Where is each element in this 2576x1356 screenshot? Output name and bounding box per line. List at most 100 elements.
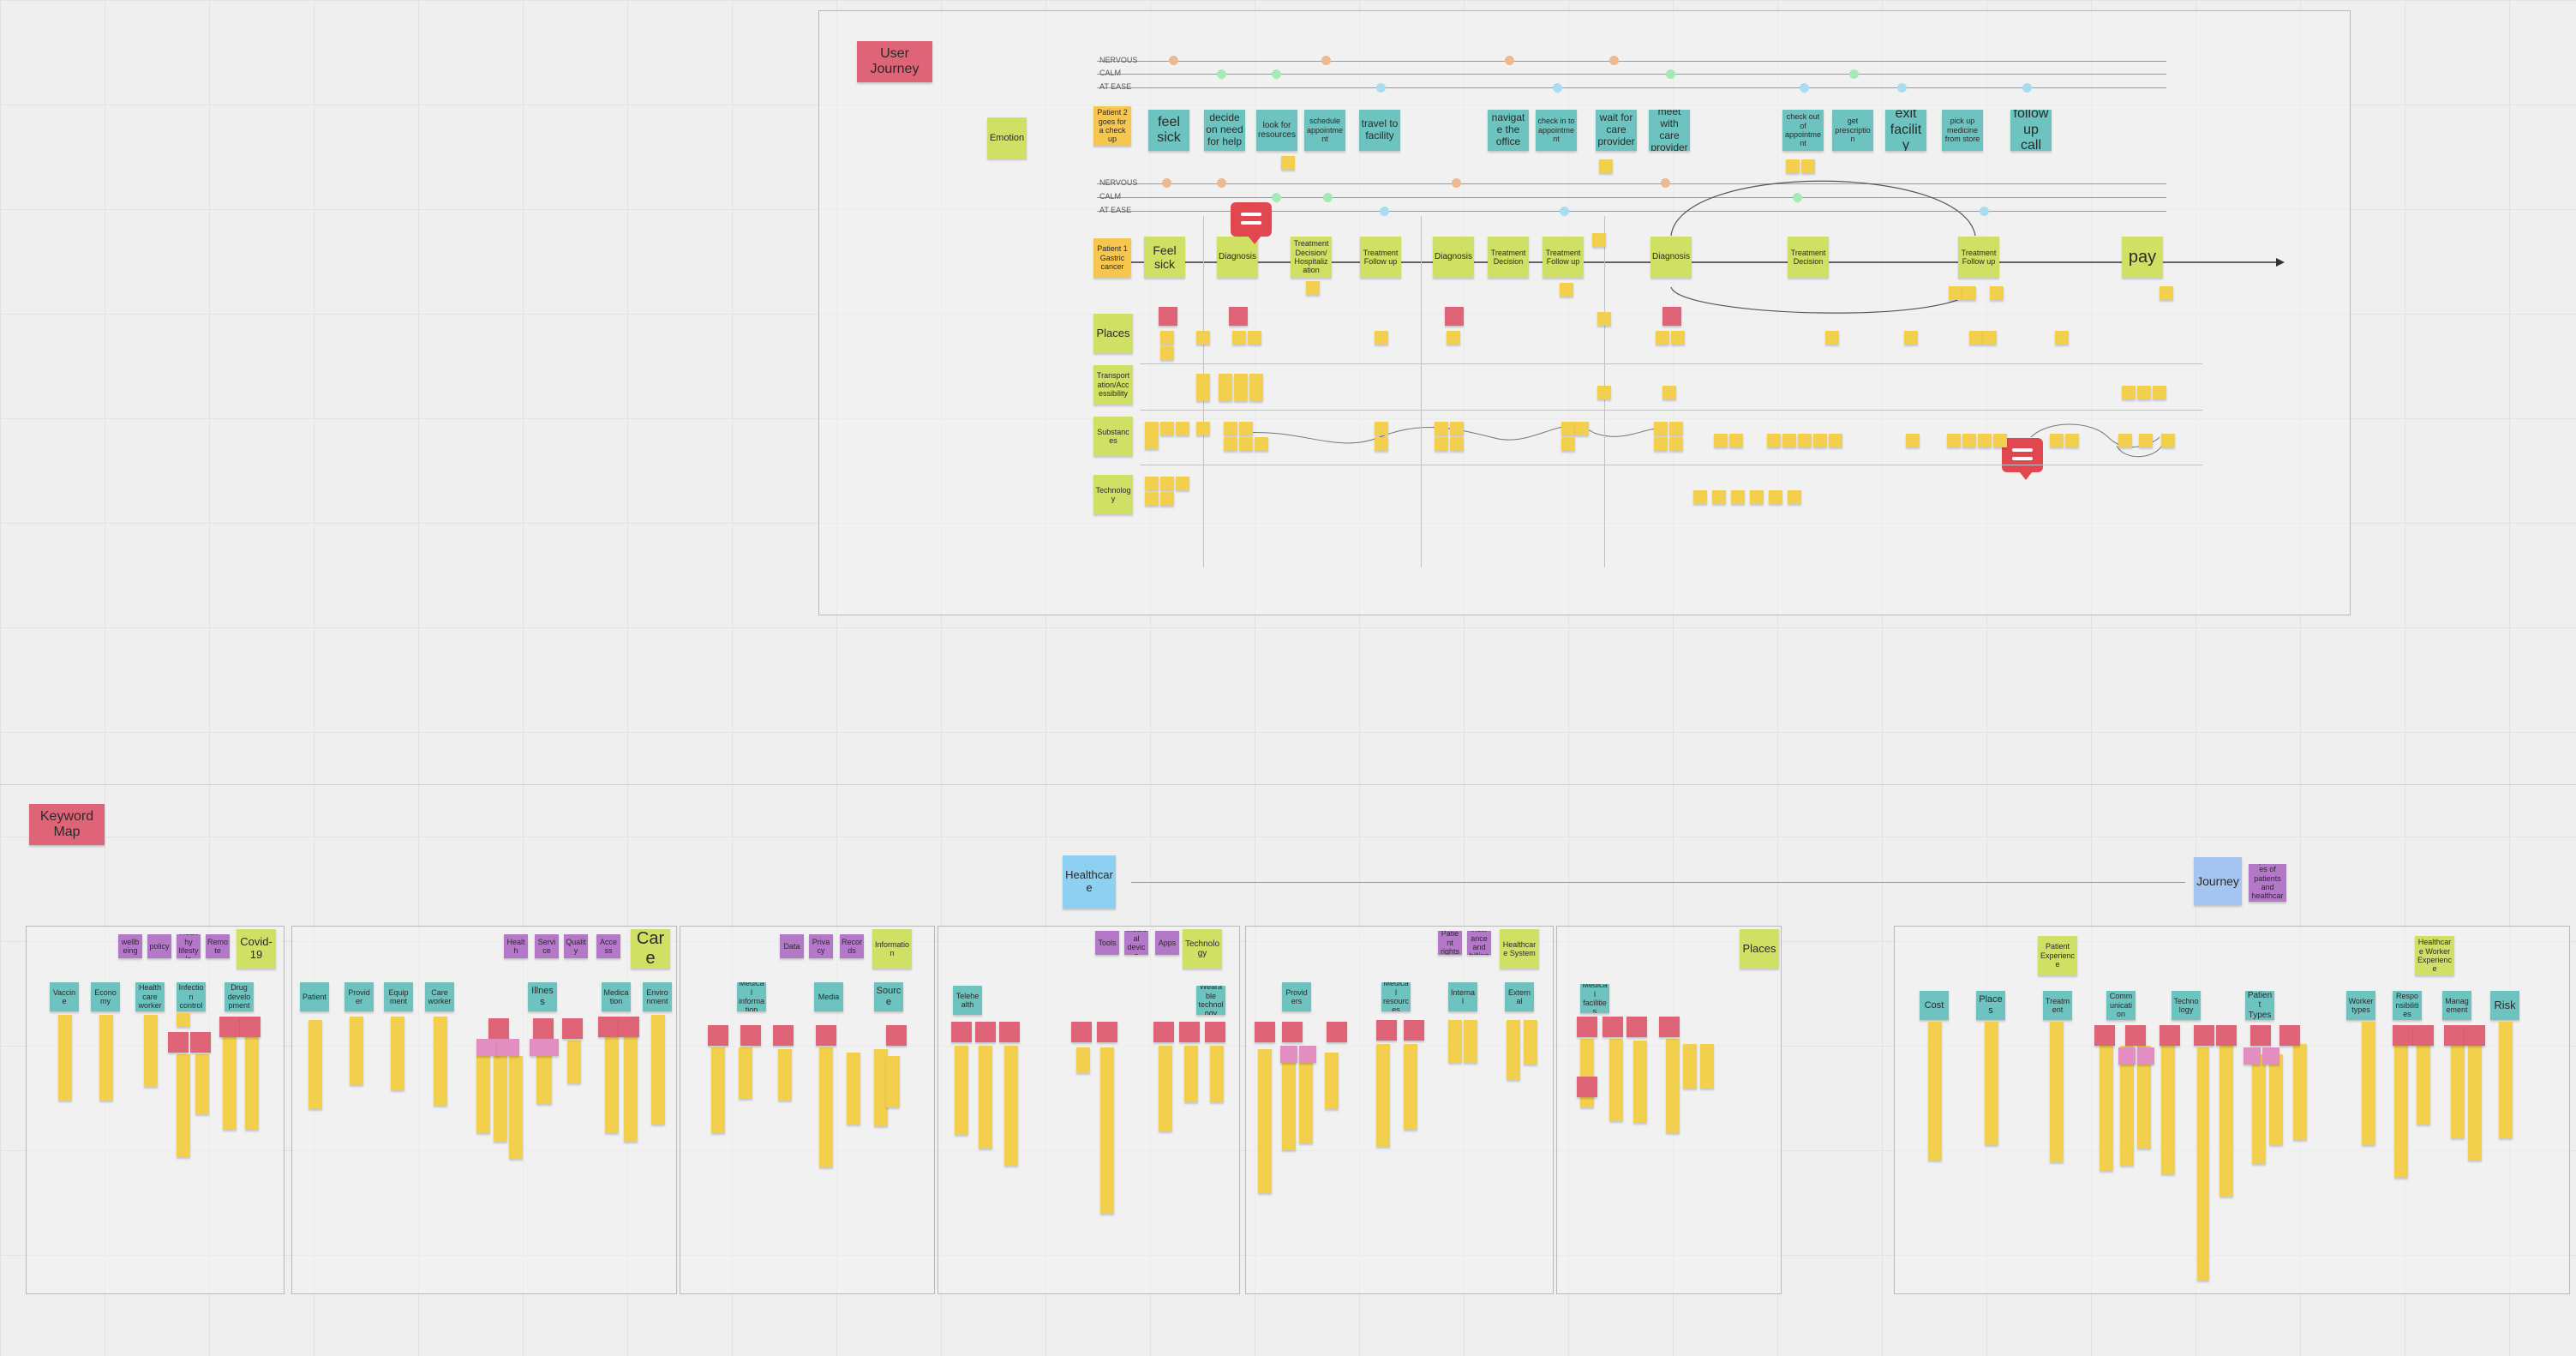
sticky-note[interactable] [1906,434,1920,447]
patient2-persona[interactable]: Patient 2 goes for a check up [1093,106,1131,146]
keyword[interactable]: Privacy [809,934,833,958]
sticky-note[interactable] [2094,1025,2115,1046]
sticky-note[interactable] [1239,422,1253,435]
sticky-note[interactable] [1327,1022,1347,1042]
sticky-note[interactable] [1575,422,1589,435]
row-label-places[interactable]: Places [1093,314,1133,353]
p1-step[interactable]: Treatment Decision [1788,237,1829,278]
keyword[interactable]: Medical device [1124,931,1148,955]
sticky-note[interactable] [1662,307,1681,326]
keyword[interactable]: Medication [602,982,631,1011]
sticky-note[interactable] [1435,437,1448,451]
sticky-note[interactable] [1229,307,1248,326]
sticky-note[interactable] [1196,331,1210,345]
sticky-note[interactable] [1160,492,1174,506]
sticky-note[interactable] [1375,437,1388,451]
p1-step[interactable]: pay [2122,237,2163,278]
sticky-note[interactable] [975,1022,996,1042]
keyword[interactable]: Responsibilities [2393,991,2422,1020]
sticky-note[interactable] [1184,1046,1198,1102]
sticky-note[interactable] [1693,490,1707,504]
sticky-note[interactable] [1280,1046,1297,1063]
p2-step[interactable]: meet with care provider [1649,110,1690,151]
sticky-note[interactable] [1282,1022,1303,1042]
keyword[interactable]: Care worker [425,982,454,1011]
sticky-note[interactable] [1450,422,1464,435]
sticky-note[interactable] [1580,1039,1594,1107]
sticky-note[interactable] [2468,1044,2482,1161]
p2-step[interactable]: decide on need for help [1204,110,1245,151]
header-worker-experience[interactable]: Healthcare Worker Experience [2415,936,2454,975]
keyword[interactable]: Technology [2172,991,2201,1020]
sticky-note[interactable] [1282,1053,1296,1150]
sticky-note[interactable] [2161,434,2175,447]
sticky-note[interactable] [1767,434,1781,447]
sticky-note[interactable] [1978,434,1992,447]
keyword[interactable]: Economy [91,982,120,1011]
sticky-note[interactable] [533,1018,554,1039]
p1-step[interactable]: Treatment Follow up [1543,237,1584,278]
sticky-note[interactable] [1712,490,1726,504]
healthcare-root[interactable]: Healthcare [1063,855,1116,909]
sticky-note[interactable] [1626,1017,1647,1037]
p1-step[interactable]: Feel sick [1144,237,1185,278]
p2-step[interactable]: travel to facility [1359,110,1400,151]
sticky-note[interactable] [1825,331,1839,345]
sticky-note[interactable] [1258,1049,1272,1193]
sticky-note[interactable] [2120,1046,2134,1166]
sticky-note[interactable] [1700,1044,1714,1089]
sticky-note[interactable] [1671,331,1685,345]
sticky-note[interactable] [1560,283,1573,297]
sticky-note[interactable] [1299,1053,1313,1143]
comment-icon[interactable] [2002,438,2043,480]
sticky-note[interactable] [1577,1017,1597,1037]
p1-step[interactable]: Treatment Follow up [1360,237,1401,278]
sticky-note[interactable] [619,1017,639,1037]
sticky-note[interactable] [240,1017,261,1037]
sticky-note[interactable] [1714,434,1728,447]
p2-step[interactable]: wait for care provider [1596,110,1637,151]
keyword[interactable]: Equipment [384,982,413,1011]
sticky-note[interactable] [1255,1022,1275,1042]
keyword[interactable]: Healthy lifestyle [177,934,201,958]
keyword[interactable]: Providers [1282,982,1311,1011]
journey-root[interactable]: Journey [2194,857,2242,905]
sticky-note[interactable] [476,1056,490,1133]
sticky-note[interactable] [1666,1039,1680,1133]
p2-step[interactable]: exit facility [1885,110,1926,151]
sticky-note[interactable] [1376,1020,1397,1041]
sticky-note[interactable] [847,1053,860,1125]
sticky-note[interactable] [494,1056,507,1142]
sticky-note[interactable] [1447,331,1460,345]
sticky-note[interactable] [1248,331,1261,345]
sticky-note[interactable] [1769,490,1782,504]
sticky-note[interactable] [476,1039,499,1056]
p1-step[interactable]: Diagnosis [1650,237,1692,278]
row-label-technology[interactable]: Technology [1093,475,1133,514]
p2-step[interactable]: pick up medicine from store [1942,110,1983,151]
sticky-note[interactable] [886,1025,907,1046]
p1-step[interactable]: Treatment Follow up [1958,237,1999,278]
sticky-note[interactable] [999,1022,1020,1042]
sticky-note[interactable] [2279,1025,2300,1046]
sticky-note[interactable] [1159,307,1177,326]
sticky-note[interactable] [708,1025,728,1046]
p1-step[interactable]: Diagnosis [1433,237,1474,278]
sticky-note[interactable] [1597,312,1611,326]
sticky-note[interactable] [1239,437,1253,451]
emotion-label[interactable]: Emotion [987,117,1027,159]
sticky-note[interactable] [739,1047,752,1099]
p2-step[interactable]: check in to appointment [1536,110,1577,151]
sticky-note[interactable] [1962,286,1976,300]
sticky-note[interactable] [1985,1022,1998,1145]
sticky-note[interactable] [1071,1022,1092,1042]
keyword-map-title[interactable]: Keyword Map [29,804,105,845]
keyword[interactable]: Vaccine [50,982,79,1011]
header-patient-experience[interactable]: Patient Experience [2038,936,2077,975]
sticky-note[interactable] [2125,1025,2146,1046]
sticky-note[interactable] [1561,437,1575,451]
keyword[interactable]: Illness [528,982,557,1011]
sticky-note[interactable] [2252,1054,2266,1164]
sticky-note[interactable] [1750,490,1764,504]
sticky-note[interactable] [1196,374,1210,387]
